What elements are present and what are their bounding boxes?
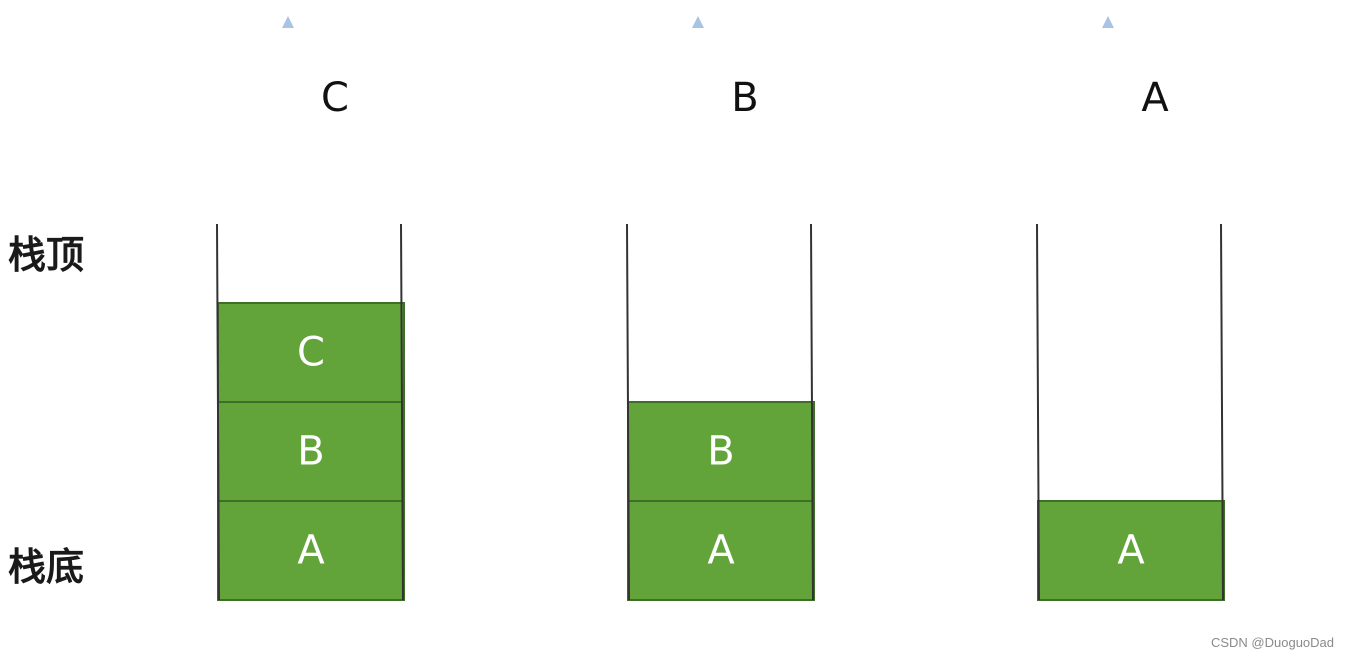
stack-block xyxy=(217,302,405,403)
stack-block xyxy=(217,401,405,502)
stack-right-wall xyxy=(810,223,814,601)
stack-bottom-label: 栈底 xyxy=(8,545,85,589)
stack-stage-2: B A B xyxy=(626,16,815,601)
stack-right-wall xyxy=(400,223,404,601)
stack-stage-3: AA xyxy=(1036,16,1225,601)
stack-right-wall xyxy=(1220,223,1224,601)
pop-arrow-head xyxy=(1102,16,1114,28)
popped-element-label: C xyxy=(321,75,349,121)
stack-block-label: A xyxy=(707,528,735,574)
popped-element-label: A xyxy=(1141,75,1169,121)
stack-left-wall xyxy=(1036,223,1040,601)
stack-stage-1: C A B C xyxy=(216,16,405,601)
pop-arrow-head xyxy=(692,16,704,28)
stack-block xyxy=(1037,500,1225,601)
stack-block-label: C xyxy=(297,330,325,376)
stack-block-label: B xyxy=(297,429,324,475)
stack-block-label: A xyxy=(1117,528,1145,574)
stack-block xyxy=(217,500,405,601)
stack-block-label: A xyxy=(297,528,325,574)
stack-block-label: B xyxy=(707,429,734,475)
pop-arrow-head xyxy=(282,16,294,28)
stack-left-wall xyxy=(216,223,220,601)
popped-element-label: B xyxy=(731,75,758,121)
watermark: CSDN @DuoguoDad xyxy=(1210,635,1334,650)
stack-top-label: 栈顶 xyxy=(8,233,85,277)
stack-left-wall xyxy=(626,223,630,601)
